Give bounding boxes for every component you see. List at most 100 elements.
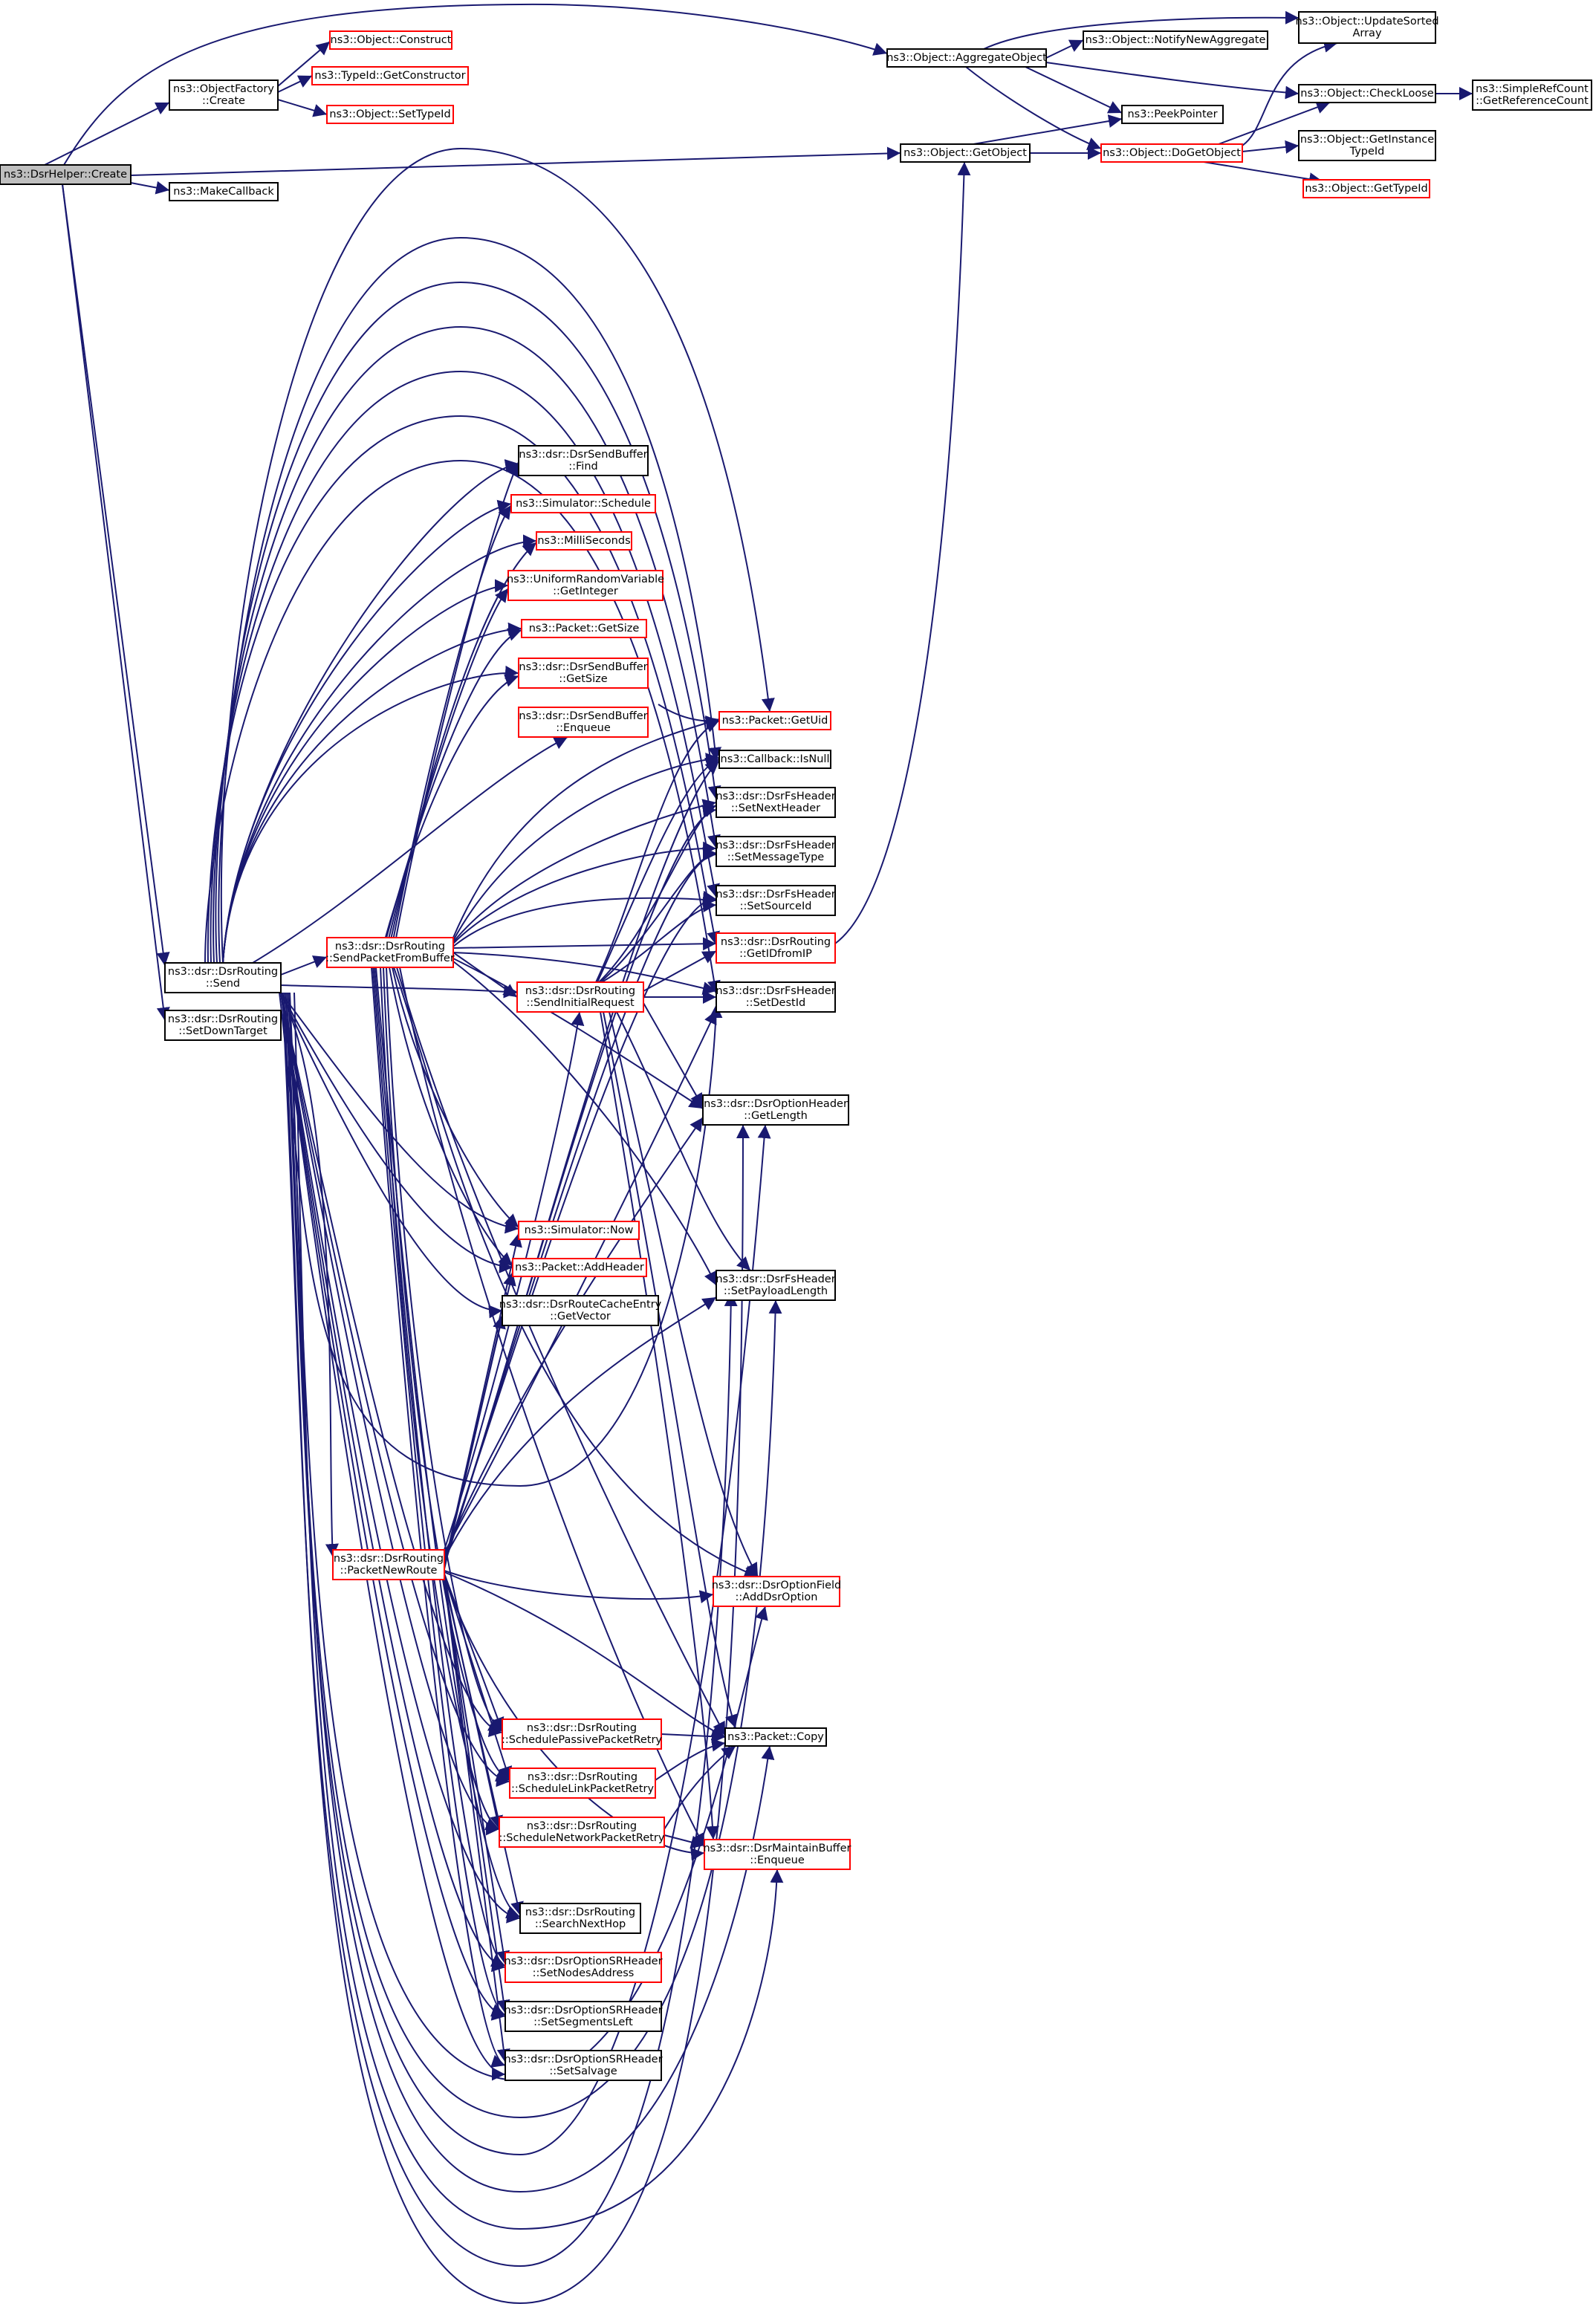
node-box [512, 1258, 647, 1277]
node-getinteger[interactable]: ns3::UniformRandomVariable::GetInteger [507, 570, 664, 601]
node-sendbufenqueue[interactable]: ns3::dsr::DsrSendBuffer::Enqueue [518, 707, 649, 738]
node-label: ::SetDownTarget [178, 1025, 267, 1037]
node-box [169, 182, 279, 201]
call-edge [597, 757, 720, 983]
node-label: ::SetPayloadLength [724, 1285, 828, 1297]
node-box [521, 619, 647, 638]
node-objfactory[interactable]: ns3::ObjectFactory::Create [169, 79, 279, 111]
call-edge [386, 967, 503, 1732]
node-getlength[interactable]: ns3::dsr::DsrOptionHeader::GetLength [702, 1094, 849, 1126]
node-root[interactable]: ns3::DsrHelper::Create [0, 164, 132, 185]
node-label: ::GetVector [550, 1311, 611, 1322]
call-edge [222, 534, 537, 964]
node-packetnewroute[interactable]: ns3::dsr::DsrRouting::PacketNewRoute [332, 1549, 445, 1580]
node-find[interactable]: ns3::dsr::DsrSendBuffer::Find [518, 445, 649, 476]
call-edge [383, 967, 510, 1782]
node-label: ns3::Object::Construct [331, 34, 452, 46]
node-setnodesaddr[interactable]: ns3::dsr::DsrOptionSRHeader::SetNodesAdd… [504, 1952, 663, 1983]
call-edge [444, 760, 720, 1565]
node-maintenqueue[interactable]: ns3::dsr::DsrMaintainBuffer::Enqueue [703, 1839, 851, 1870]
node-schedpassive[interactable]: ns3::dsr::DsrRouting::SchedulePassivePac… [502, 1718, 662, 1750]
node-box [886, 48, 1047, 68]
call-edge [655, 1738, 726, 1781]
node-send[interactable]: ns3::dsr::DsrRouting::Send [164, 962, 282, 993]
node-sendbufgetsize[interactable]: ns3::dsr::DsrSendBuffer::GetSize [518, 658, 649, 689]
call-edge [220, 147, 775, 964]
call-edge [210, 370, 720, 964]
node-settypeid[interactable]: ns3::Object::SetTypeId [326, 105, 454, 124]
call-edge [444, 1579, 524, 1916]
call-edge [444, 1233, 522, 1567]
node-isnull[interactable]: ns3::Callback::IsNull [718, 750, 831, 769]
node-setsourceid[interactable]: ns3::dsr::DsrFsHeader::SetSourceId [716, 885, 836, 916]
call-edge [444, 1579, 510, 2014]
node-box [718, 711, 831, 730]
call-edge [392, 967, 519, 1228]
node-setpayloadlength[interactable]: ns3::dsr::DsrFsHeader::SetPayloadLength [716, 1270, 836, 1301]
node-schedlink[interactable]: ns3::dsr::DsrRouting::ScheduleLinkPacket… [509, 1768, 656, 1799]
call-edge [444, 1571, 726, 1738]
node-label: ::SetSourceId [740, 900, 812, 912]
call-edge [444, 1579, 510, 1965]
node-getconstructor[interactable]: ns3::TypeId::GetConstructor [311, 66, 469, 85]
node-box [1083, 30, 1268, 50]
call-edge [387, 504, 512, 968]
node-label: ::PacketNewRoute [340, 1565, 438, 1577]
node-schedule[interactable]: ns3::Simulator::Schedule [510, 494, 656, 513]
node-box [716, 885, 836, 916]
node-sendpktfrombuf[interactable]: ns3::dsr::DsrRouting::SendPacketFromBuff… [325, 937, 455, 968]
node-setmessagetype[interactable]: ns3::dsr::DsrFsHeader::SetMessageType [716, 836, 836, 867]
node-box [1121, 105, 1224, 124]
call-edge [452, 841, 717, 944]
node-packetcopy[interactable]: ns3::Packet::Copy [724, 1727, 827, 1747]
node-peekpointer[interactable]: ns3::PeekPointer [1121, 105, 1224, 124]
node-milliseconds[interactable]: ns3::MilliSeconds [536, 531, 632, 551]
call-edge [609, 1011, 759, 1577]
call-edge [444, 1011, 585, 1551]
node-notifynewagg[interactable]: ns3::Object::NotifyNewAggregate [1083, 30, 1268, 50]
node-label: ns3::Object::GetInstance [1300, 134, 1434, 146]
node-simnow[interactable]: ns3::Simulator::Now [518, 1221, 640, 1240]
node-setsegments[interactable]: ns3::dsr::DsrOptionSRHeader::SetSegments… [504, 2001, 663, 2032]
node-label: TypeId [1349, 146, 1385, 158]
call-edge [965, 66, 1102, 150]
node-construct[interactable]: ns3::Object::Construct [329, 30, 452, 50]
node-setdowntarget[interactable]: ns3::dsr::DsrRouting::SetDownTarget [164, 1010, 282, 1041]
node-label: ns3::dsr::DsrRouting [168, 1013, 278, 1025]
node-getobject[interactable]: ns3::Object::GetObject [900, 143, 1031, 163]
node-dogetobject[interactable]: ns3::Object::DoGetObject [1100, 143, 1243, 163]
call-edge [444, 1574, 513, 1781]
node-getuid[interactable]: ns3::Packet::GetUid [718, 711, 831, 730]
node-adddsroption[interactable]: ns3::dsr::DsrOptionField::AddDsrOption [712, 1576, 842, 1607]
call-edge [277, 75, 313, 93]
node-label: ns3::dsr::DsrFsHeader [716, 889, 835, 900]
node-addheader[interactable]: ns3::Packet::AddHeader [512, 1258, 647, 1277]
node-getrefcount[interactable]: ns3::SimpleRefCount::GetReferenceCount [1472, 79, 1592, 111]
node-packetgetsize[interactable]: ns3::Packet::GetSize [521, 619, 647, 638]
node-setnextheader[interactable]: ns3::dsr::DsrFsHeader::SetNextHeader [716, 787, 836, 818]
node-sendinitreq[interactable]: ns3::dsr::DsrRouting::SendInitialRequest [516, 981, 644, 1013]
node-setdestid[interactable]: ns3::dsr::DsrFsHeader::SetDestId [716, 981, 836, 1013]
node-aggregate[interactable]: ns3::Object::AggregateObject [886, 48, 1047, 68]
node-schednetwork[interactable]: ns3::dsr::DsrRouting::ScheduleNetworkPac… [499, 1817, 665, 1848]
call-edge [62, 184, 170, 967]
node-label: ns3::dsr::DsrRouteCacheEntry [499, 1299, 662, 1311]
call-edge [204, 459, 721, 995]
nodes: ns3::DsrHelper::Create ns3::ObjectFactory… [0, 11, 1592, 2081]
node-setsalvage[interactable]: ns3::dsr::DsrOptionSRHeader::SetSalvage [504, 2050, 663, 2081]
call-edge [222, 499, 512, 964]
node-getidfromip[interactable]: ns3::dsr::DsrRouting::GetIDfromIP [716, 932, 836, 964]
node-gettypeid[interactable]: ns3::Object::GetTypeId [1302, 179, 1430, 198]
call-edge [280, 992, 506, 2081]
node-makecallback[interactable]: ns3::MakeCallback [169, 182, 279, 201]
node-box [311, 66, 469, 85]
node-getvector[interactable]: ns3::dsr::DsrRouteCacheEntry::GetVector [499, 1295, 662, 1326]
call-edge [252, 736, 568, 964]
node-checkloose[interactable]: ns3::Object::CheckLoose [1298, 84, 1436, 103]
node-searchnexthop[interactable]: ns3::dsr::DsrRouting::SearchNextHop [519, 1903, 641, 1934]
call-edge [222, 622, 522, 964]
call-edge [595, 720, 720, 983]
node-box [0, 164, 132, 185]
